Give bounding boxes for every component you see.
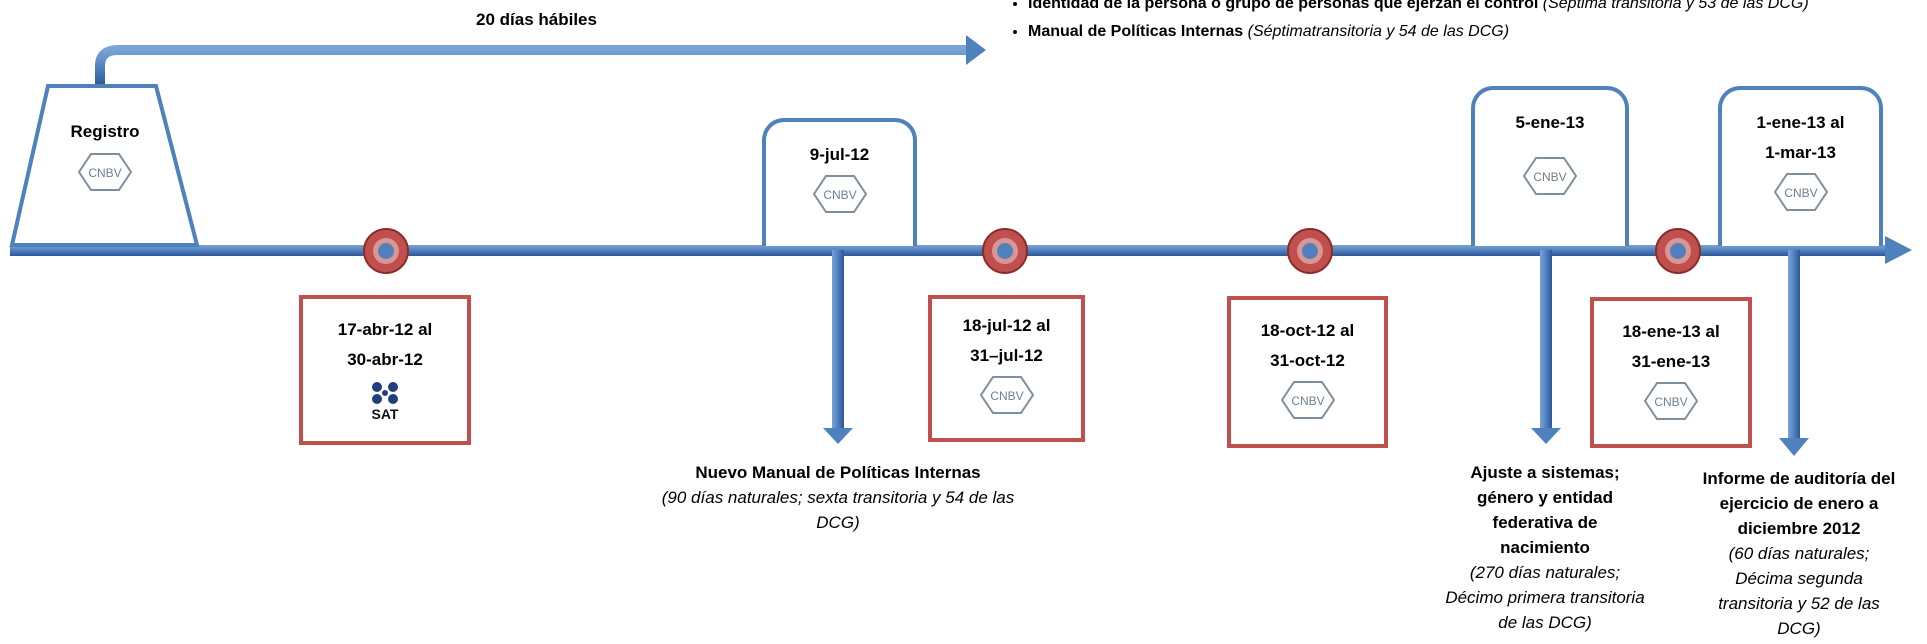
- note-detail: (60 días naturales; Décima segunda trans…: [1718, 544, 1880, 638]
- period-line1: 17-abr-12 al: [337, 320, 433, 339]
- down-arrow-2-head: [1531, 428, 1561, 444]
- down-arrow-1-head: [823, 428, 853, 444]
- note-title: Informe de auditoría del ejercicio de en…: [1702, 469, 1896, 538]
- period-box-ene: 18-ene-13 al 31-ene-13 CNBV: [1590, 297, 1752, 448]
- top-bent-arrow: [95, 45, 968, 86]
- period-line2: 31-oct-12: [1270, 351, 1345, 370]
- milestone-date: 9-jul-12: [809, 145, 870, 164]
- milestone-marker-icon: [1655, 228, 1701, 274]
- cnbv-logo-icon: CNBV: [1475, 156, 1625, 196]
- top-bullets: Identidad de la persona o grupo de perso…: [1008, 0, 1923, 46]
- timeline-arrow-head: [1885, 236, 1912, 264]
- timeline-bar: [10, 245, 1890, 256]
- svg-text:CNBV: CNBV: [823, 188, 856, 202]
- down-arrow-3-head: [1779, 438, 1809, 456]
- period-box-oct: 18-oct-12 al 31-oct-12 CNBV: [1227, 296, 1388, 448]
- down-arrow-2-shaft: [1540, 250, 1552, 430]
- milestone-date-line1: 1-ene-13 al: [1756, 113, 1845, 132]
- period-line1: 18-ene-13 al: [1622, 322, 1720, 341]
- period-box-jul: 18-jul-12 al 31–jul-12 CNBV: [928, 295, 1085, 442]
- svg-text:CNBV: CNBV: [88, 166, 121, 180]
- note-manual: Nuevo Manual de Políticas Internas (90 d…: [660, 460, 1016, 535]
- top-arrow-head: [966, 35, 986, 65]
- milestone-date-line2: 1-mar-13: [1765, 143, 1836, 162]
- milestone-tab-9jul: 9-jul-12 CNBV: [762, 118, 917, 246]
- registro-trapezoid: [9, 84, 200, 247]
- cnbv-logo-icon: CNBV: [1594, 381, 1748, 421]
- svg-text:CNBV: CNBV: [990, 389, 1023, 403]
- bullet-item: Identidad de la persona o grupo de perso…: [1028, 0, 1923, 18]
- svg-text:CNBV: CNBV: [1533, 170, 1566, 184]
- svg-text:SAT: SAT: [372, 406, 399, 422]
- milestone-date: 5-ene-13: [1515, 113, 1585, 132]
- cnbv-logo-icon: CNBV: [932, 375, 1081, 415]
- note-sistemas: Ajuste a sistemas; género y entidad fede…: [1440, 460, 1650, 635]
- cnbv-logo-icon: CNBV: [1722, 172, 1879, 212]
- milestone-tab-1ene: 1-ene-13 al 1-mar-13 CNBV: [1718, 86, 1883, 246]
- note-detail: (90 días naturales; sexta transitoria y …: [661, 488, 1015, 532]
- registro-label: Registro: [70, 122, 140, 141]
- milestone-tab-5ene: 5-ene-13 CNBV: [1471, 86, 1629, 246]
- svg-text:CNBV: CNBV: [1291, 394, 1324, 408]
- cnbv-logo-icon: CNBV: [766, 174, 913, 214]
- note-auditoria: Informe de auditoría del ejercicio de en…: [1684, 466, 1914, 641]
- days-label: 20 días hábiles: [476, 10, 597, 29]
- sat-logo-icon: SAT: [303, 379, 467, 428]
- svg-text:CNBV: CNBV: [1784, 186, 1817, 200]
- period-line2: 30-abr-12: [347, 350, 423, 369]
- milestone-marker-icon: [363, 228, 409, 274]
- period-line1: 18-oct-12 al: [1260, 321, 1355, 340]
- bullet-item: Manual de Políticas Internas (Séptimatra…: [1028, 18, 1923, 46]
- down-arrow-3-shaft: [1788, 250, 1800, 440]
- cnbv-logo-icon: CNBV: [1231, 380, 1384, 420]
- note-title: Nuevo Manual de Políticas Internas: [695, 463, 981, 482]
- down-arrow-1-shaft: [832, 250, 844, 430]
- period-line2: 31-ene-13: [1631, 352, 1711, 371]
- period-box-abr: 17-abr-12 al 30-abr-12 SAT: [299, 295, 471, 445]
- note-detail: (270 días naturales; Décimo primera tran…: [1445, 563, 1645, 632]
- cnbv-logo-icon: CNBV: [50, 152, 160, 192]
- period-line1: 18-jul-12 al: [962, 316, 1051, 335]
- registro-block: Registro CNBV: [50, 122, 160, 192]
- svg-text:CNBV: CNBV: [1654, 395, 1687, 409]
- note-title: Ajuste a sistemas; género y entidad fede…: [1470, 463, 1620, 557]
- milestone-marker-icon: [1287, 228, 1333, 274]
- milestone-marker-icon: [982, 228, 1028, 274]
- period-line2: 31–jul-12: [970, 346, 1043, 365]
